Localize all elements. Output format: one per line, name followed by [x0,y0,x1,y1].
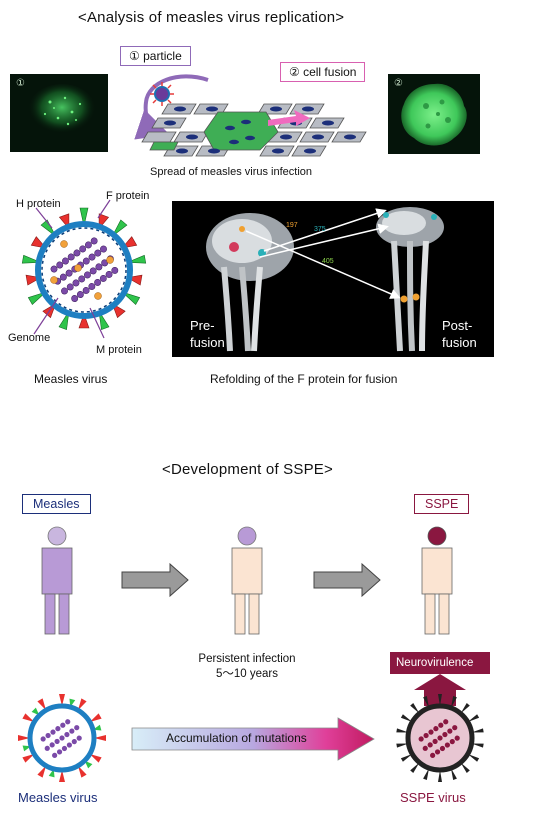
micro-image-particle: ① [10,74,108,152]
virus-particle-icon [150,82,174,106]
sspe-box: SSPE [414,494,470,514]
persistent-line-2: 5～10 years [215,668,278,680]
pre-fusion-line: Pre- fusion [190,318,225,350]
f-protein-refolding-panel: 197 375 405 Pre- fusion Post- fusion [172,201,494,357]
cell-fusion-arrow [268,110,310,126]
residue-375: 375 [314,226,326,233]
post-fusion-structure [376,207,444,352]
h-protein-label: H protein [16,198,61,210]
pre-fusion-structure [206,213,294,352]
spread-caption: Spread of measles virus infection [150,166,313,178]
sspe-virus-label: SSPE virus [400,790,466,805]
cell-layer-diagram [134,74,367,157]
measles-virus-diagram [21,199,147,339]
progression-arrow-2 [313,562,381,598]
post-fusion-label: Post- fusion [442,317,477,351]
micro-image-fusion: ② [388,74,480,154]
f-protein-structure: 197 375 405 [206,207,444,352]
cell-fusion-label-box: ② cell fusion [280,62,366,82]
cell-grid [141,103,367,157]
person-persistent [231,526,263,635]
persistent-infection-text: Persistent infection 5～10 years [192,652,302,682]
genome-label: Genome [8,332,51,344]
person-measles [41,526,73,635]
f-protein-label: F protein [106,190,150,202]
accumulation-label: Accumulation of mutations [166,731,307,745]
persistent-line-1: Persistent infection [198,653,296,665]
sspe-progression [41,526,453,635]
micro-label-1: ① [16,78,25,89]
measles-virus-caption: Measles virus [34,372,108,386]
post-fusion-line: Post- fusion [442,318,477,350]
cell-fusion-image [401,83,467,146]
residue-197: 197 [286,222,298,229]
accumulation-arrow [131,717,375,761]
pre-fusion-label: Pre- fusion [190,317,225,351]
section-title-replication: <Analysis of measles virus replication> [78,9,345,26]
particle-spread-image [28,84,96,136]
micro-label-2: ② [394,78,403,89]
residue-405: 405 [322,258,334,265]
virus-envelope [35,221,133,319]
refolding-caption: Refolding of the F protein for fusion [210,372,398,386]
particle-label-box: ① particle [120,46,191,66]
measles-virus-label: Measles virus [18,790,98,805]
particle-arrow [134,74,209,140]
neurovirulence-label: Neurovirulence [396,657,474,669]
sspe-virus-icon [396,694,484,782]
section-title-sspe: <Development of SSPE> [162,461,333,478]
person-sspe [421,526,453,635]
measles-box: Measles [22,494,91,514]
measles-virus-icon [18,694,106,782]
cell-nuclei [164,106,356,154]
progression-arrow-1 [121,562,189,598]
m-protein-label: M protein [96,344,142,356]
